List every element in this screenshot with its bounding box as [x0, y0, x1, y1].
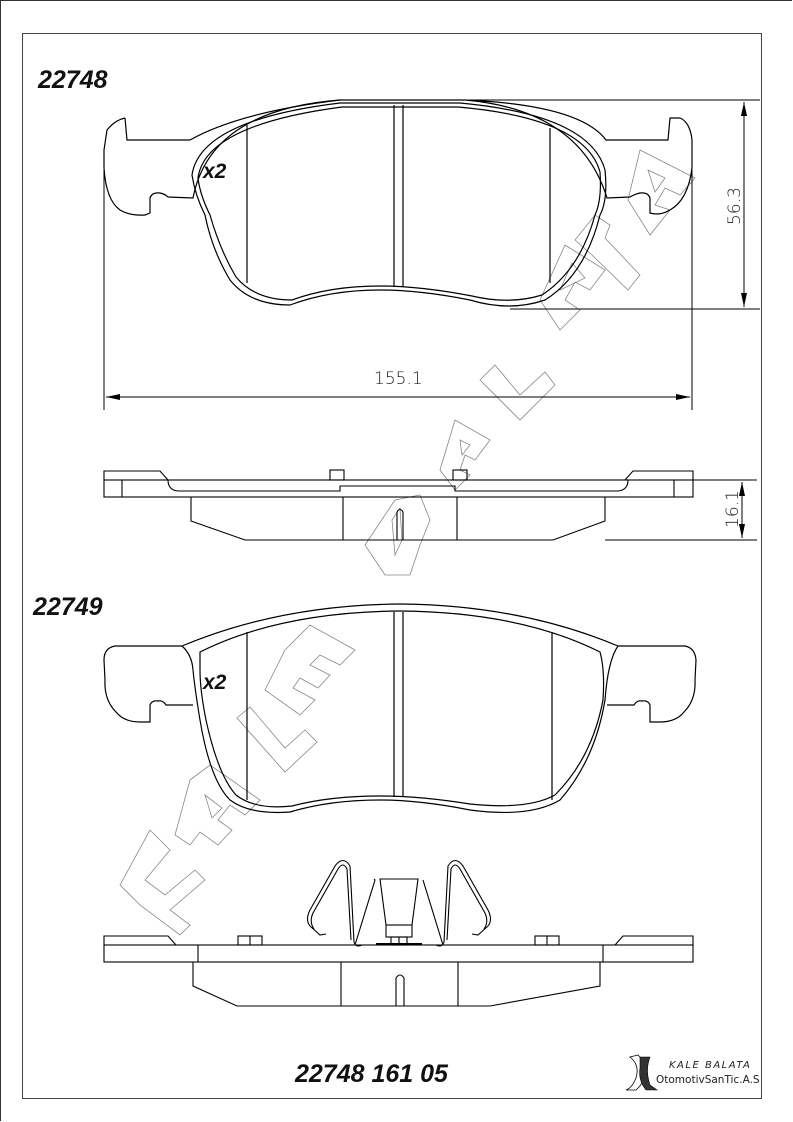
manufacturer-name: KALE BALATA: [669, 1060, 752, 1071]
part-number-22749: 22749: [33, 593, 103, 621]
set-code: 22748 161 05: [295, 1060, 448, 1088]
drawing-frame: [22, 33, 762, 1099]
watermark-kale-balata: [119, 149, 696, 936]
pad-22749-side-view: [103, 859, 694, 1007]
pad-22748-front-view: [103, 99, 693, 307]
dimension-width: 155.1: [374, 369, 423, 389]
dimension-thickness: 16.1: [723, 490, 743, 528]
part-number-22748: 22748: [38, 66, 108, 94]
dimension-lines-22748-thickness: [605, 479, 757, 541]
pad-22748-side-view: [103, 469, 694, 541]
dimension-lines-22748: [103, 99, 760, 410]
quantity-label-22748: x2: [203, 160, 227, 183]
pad-22749-front-view: [103, 603, 697, 814]
quantity-label-22749: x2: [203, 671, 227, 694]
manufacturer-company: OtomotivSanTic.A.S: [656, 1074, 760, 1086]
dimension-height: 56.3: [725, 187, 745, 225]
kale-balata-logo-icon: [625, 1054, 658, 1091]
manufacturer-block: KALE BALATA OtomotivSanTic.A.S: [623, 1055, 763, 1095]
